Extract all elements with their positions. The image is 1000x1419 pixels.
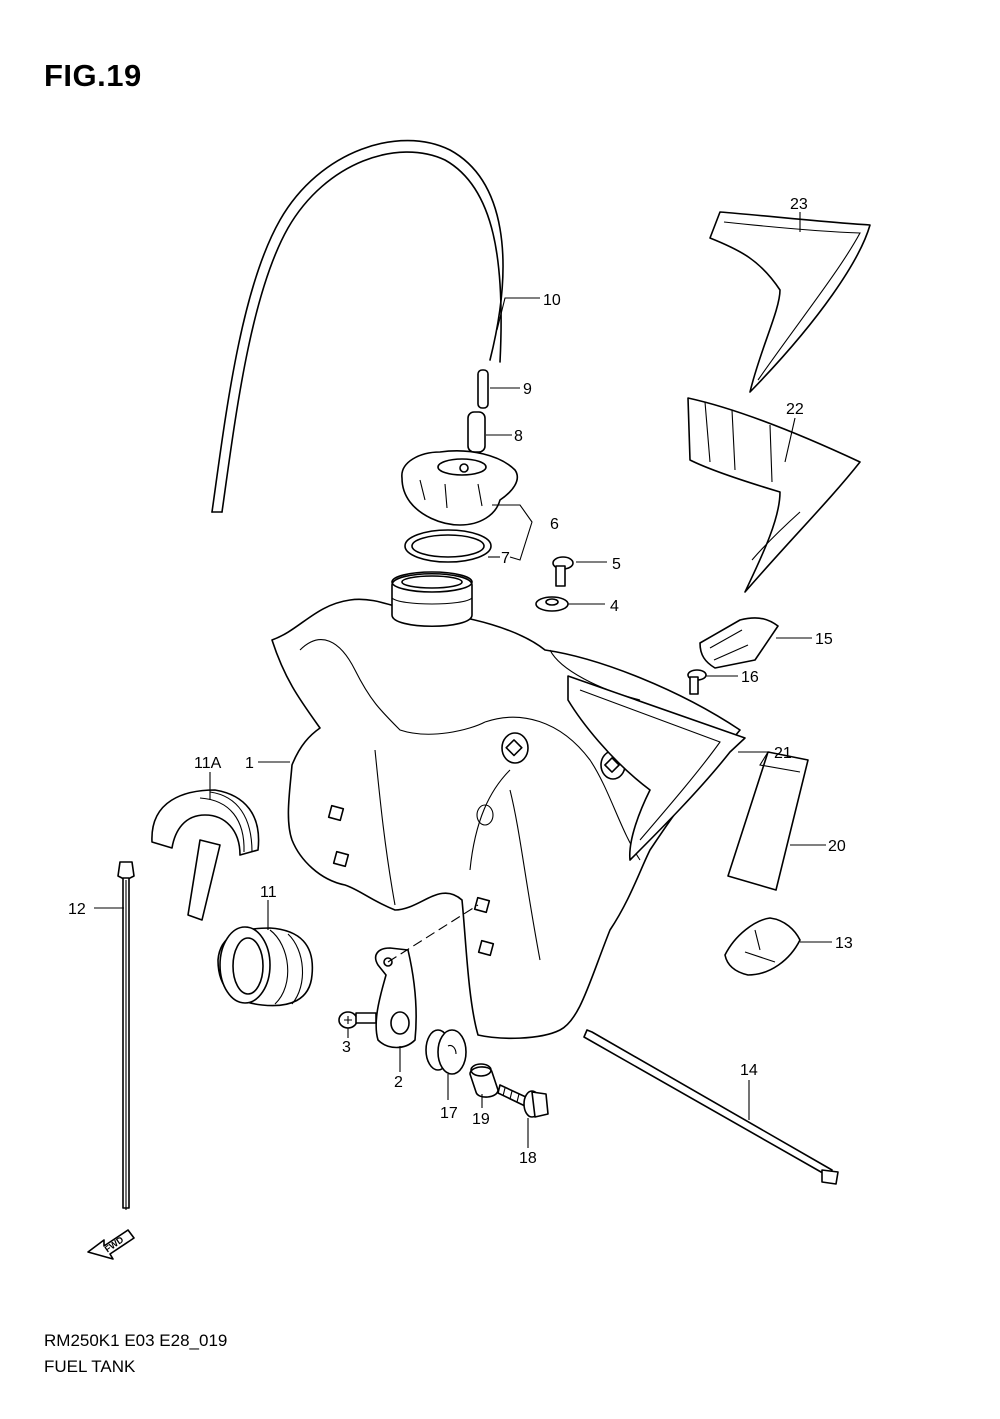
callout-8: 8 — [514, 428, 523, 445]
part-16-bolt — [687, 669, 707, 695]
callout-10: 10 — [543, 292, 561, 309]
callout-13: 13 — [835, 935, 853, 952]
callout-12: 12 — [68, 901, 86, 918]
callout-17: 17 — [440, 1105, 458, 1122]
callout-22: 22 — [786, 401, 804, 418]
callout-20: 20 — [828, 838, 846, 855]
part-21-panel — [567, 675, 746, 861]
assembly-line — [387, 904, 479, 963]
part-13-cushion — [724, 917, 801, 976]
part-3-screw — [338, 1011, 377, 1029]
fwd-arrow: FWD — [87, 1229, 135, 1260]
callout-6: 6 — [550, 516, 559, 533]
callout-1: 1 — [245, 755, 254, 772]
callout-15: 15 — [815, 631, 833, 648]
callout-21: 21 — [774, 745, 792, 762]
part-9-joint — [477, 369, 489, 409]
part-22-shroud — [687, 397, 861, 593]
callout-2: 2 — [394, 1074, 403, 1091]
callout-23: 23 — [790, 196, 808, 213]
figure-title: FIG.19 — [44, 58, 142, 93]
part-4-cushion — [535, 596, 569, 612]
callout-9: 9 — [523, 381, 532, 398]
part-20-pad — [727, 751, 809, 891]
part-14-cable-tie — [583, 1029, 839, 1185]
part-18-bolt — [497, 1084, 549, 1118]
callout-11: 11 — [260, 884, 277, 901]
part-19-collar — [469, 1063, 499, 1098]
part-11-cushion — [217, 926, 314, 1007]
part-12-cable-tie — [117, 861, 135, 1210]
part-6-fuel-cap — [401, 450, 519, 526]
part-17-grommet — [425, 1029, 467, 1075]
leader-lines — [94, 212, 832, 1148]
callout-11a: 11A — [194, 755, 222, 772]
part-23-shroud — [709, 211, 871, 393]
part-11a-clamp — [151, 789, 260, 921]
figure-code: RM250K1 E03 E28_019 — [44, 1331, 228, 1350]
callout-4: 4 — [610, 598, 619, 615]
part-7-gasket — [404, 529, 492, 563]
part-2-bracket — [374, 947, 417, 1049]
figure-name: FUEL TANK — [44, 1357, 136, 1376]
callout-14: 14 — [740, 1062, 758, 1079]
callout-5: 5 — [612, 556, 621, 573]
part-5-bolt — [552, 556, 574, 587]
part-10-breather-hose — [211, 139, 504, 513]
part-15-band — [699, 617, 779, 669]
part-8-hose — [467, 411, 486, 453]
callout-19: 19 — [472, 1111, 490, 1128]
callout-16: 16 — [741, 669, 759, 686]
callout-labels: 1 2 3 4 5 6 7 8 9 10 11 11A 12 13 14 15 … — [68, 196, 853, 1167]
callout-18: 18 — [519, 1150, 537, 1167]
callout-7: 7 — [501, 550, 510, 567]
callout-3: 3 — [342, 1039, 351, 1056]
